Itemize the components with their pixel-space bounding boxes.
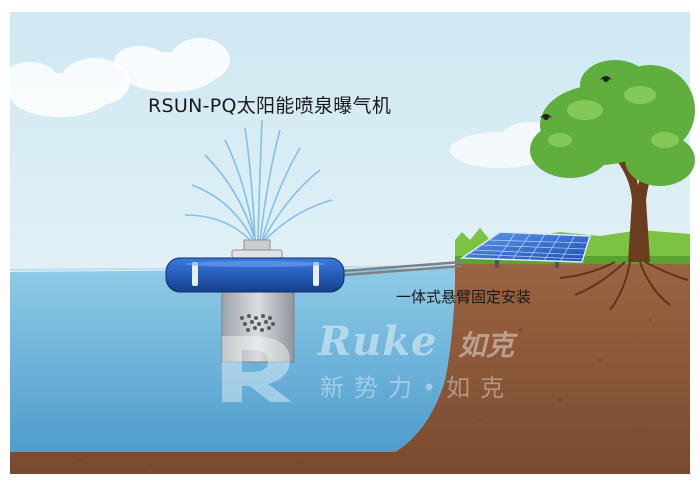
watermark-slogan: 新势力•如克 — [320, 374, 515, 402]
float-bracket-right — [313, 262, 319, 286]
cloud-icon — [114, 38, 230, 92]
soil-texture — [78, 318, 652, 467]
tree-icon — [530, 60, 695, 262]
tree-roots — [559, 261, 689, 311]
solar-panel-icon — [459, 231, 592, 268]
bird-icon — [540, 114, 552, 120]
float-highlight — [185, 261, 325, 267]
fountain-spray-icon — [184, 119, 333, 241]
cloud-icon — [2, 58, 130, 117]
bird-icon — [600, 76, 612, 82]
pump-intake-holes — [240, 314, 275, 332]
land — [10, 262, 690, 474]
nozzle-base — [231, 249, 283, 259]
watermark-latin: Ruke — [318, 318, 438, 365]
cantilever-arm — [329, 260, 463, 278]
aerator-float — [165, 257, 345, 293]
watermark-logo-icon — [222, 336, 292, 402]
diagram-title: RSUN-PQ太阳能喷泉曝气机 — [148, 95, 392, 117]
installation-caption: 一体式悬臂固定安装 — [396, 288, 532, 306]
watermark-brand: 如克 — [458, 329, 515, 362]
float-bracket-left — [192, 262, 198, 286]
